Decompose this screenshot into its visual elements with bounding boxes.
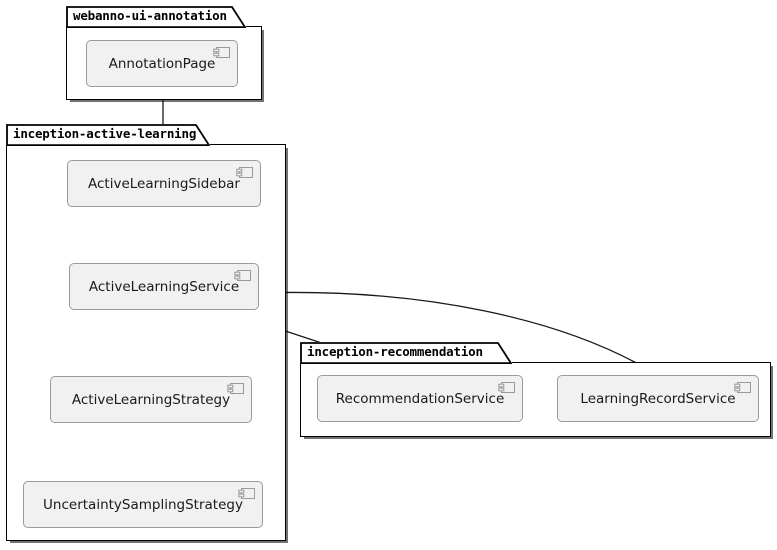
component-icon: [498, 382, 515, 393]
package-tab-shape: [6, 124, 210, 146]
component-icon: [238, 488, 255, 499]
package-tab: [300, 342, 512, 364]
package-inception-active-learning: inception-active-learning ActiveLearning…: [6, 124, 286, 541]
package-inception-recommendation: inception-recommendation RecommendationS…: [300, 342, 771, 437]
package-tab: [6, 124, 210, 146]
relation-service-to-learningrecordservice: [258, 291, 660, 377]
package-tab-shape: [66, 6, 246, 28]
component-AnnotationPage[interactable]: AnnotationPage: [86, 40, 238, 87]
component-icon: [227, 383, 244, 394]
component-label: LearningRecordService: [580, 391, 736, 407]
package-webanno-ui-annotation: webanno-ui-annotation AnnotationPage: [66, 6, 262, 100]
component-icon: [734, 382, 751, 393]
component-label: RecommendationService: [335, 391, 505, 407]
package-tab: [66, 6, 246, 28]
package-body: [6, 144, 286, 541]
component-label: ActiveLearningStrategy: [71, 392, 231, 408]
component-label: ActiveLearningService: [88, 279, 240, 295]
component-ActiveLearningStrategy[interactable]: ActiveLearningStrategy: [50, 376, 252, 423]
component-RecommendationService[interactable]: RecommendationService: [317, 375, 523, 422]
component-UncertaintySamplingStrategy[interactable]: UncertaintySamplingStrategy: [23, 481, 263, 528]
component-label: UncertaintySamplingStrategy: [43, 497, 243, 513]
component-ActiveLearningSidebar[interactable]: ActiveLearningSidebar: [67, 160, 261, 207]
component-ActiveLearningService[interactable]: ActiveLearningService: [69, 263, 259, 310]
package-tab-shape: [300, 342, 512, 364]
component-icon: [213, 47, 230, 58]
component-LearningRecordService[interactable]: LearningRecordService: [557, 375, 759, 422]
component-label: ActiveLearningSidebar: [88, 176, 240, 192]
package-title-inception-recommendation: inception-recommendation: [307, 344, 483, 359]
component-label: AnnotationPage: [108, 56, 216, 72]
component-icon: [236, 167, 253, 178]
component-icon: [234, 270, 251, 281]
package-title-webanno-ui-annotation: webanno-ui-annotation: [73, 8, 227, 23]
package-title-inception-active-learning: inception-active-learning: [13, 126, 197, 141]
